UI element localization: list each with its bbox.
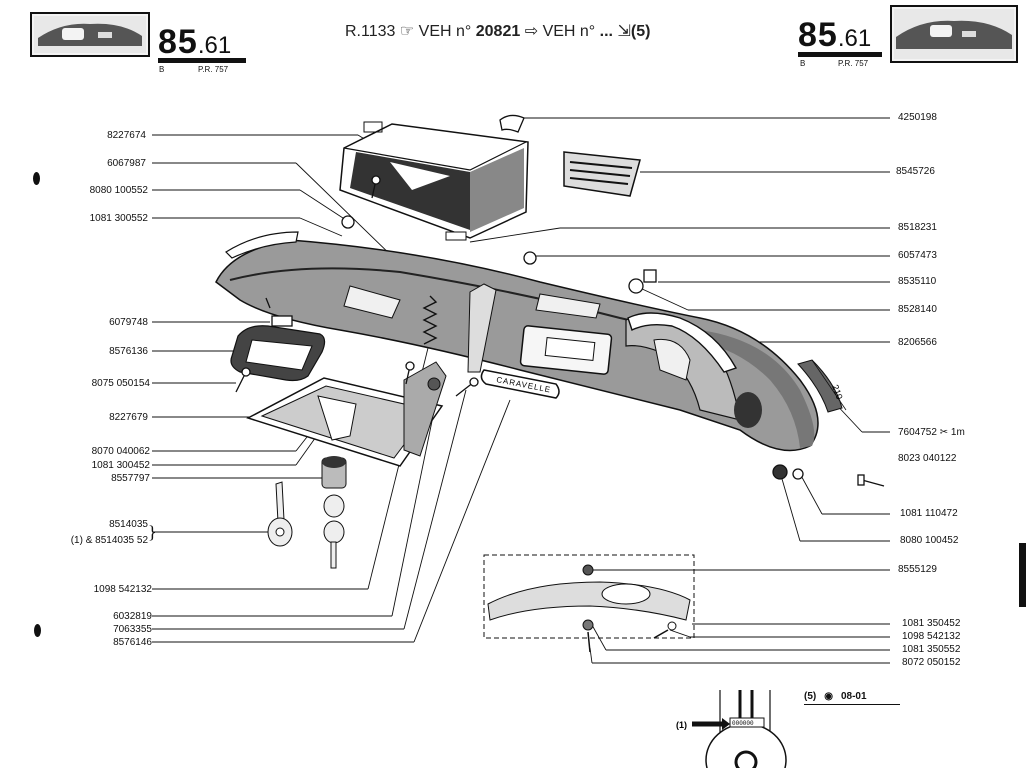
part-8518231: 8518231	[898, 222, 937, 233]
key-code: 000000	[732, 720, 754, 727]
part-8576136: 8576136	[109, 346, 148, 357]
glove-box	[339, 121, 529, 241]
part-8514035: 8514035	[109, 519, 148, 530]
page-number-bar-right	[798, 52, 882, 57]
dashboard-thumbnail-left	[30, 12, 150, 57]
brace-mark: }	[148, 522, 157, 542]
page-number-main-right: 85	[798, 16, 838, 54]
page-number-suffix: .61	[197, 32, 232, 59]
part-6032819: 6032819	[113, 611, 152, 622]
pointing-hand-icon: ☞	[399, 23, 415, 40]
part-8535110: 8535110	[898, 276, 937, 287]
dashboard-thumbnail-right	[890, 5, 1018, 63]
lock-barrel	[321, 456, 347, 489]
part-1081300452: 1081 300452	[91, 460, 150, 471]
dashboard-panel	[215, 231, 819, 452]
part-8227674: 8227674	[107, 130, 146, 141]
scissors-icon: ✂	[939, 427, 949, 438]
part-1081300552: 1081 300552	[89, 213, 148, 224]
part-8072050152: 8072 050152	[902, 657, 961, 668]
page-number-main: 85	[158, 23, 198, 61]
legend-date: 08-01	[840, 690, 867, 702]
part-8557797: 8557797	[111, 473, 150, 484]
clip-part	[499, 114, 525, 133]
part-8080100552: 8080 100552	[89, 185, 148, 196]
part-8227679: 8227679	[109, 412, 148, 423]
eye-icon: ◉	[824, 690, 833, 702]
key-callout-label: (1)	[676, 720, 687, 730]
part-8545726: 8545726	[896, 166, 935, 177]
caravelle-badge	[480, 369, 560, 399]
serial-from: 20821	[475, 23, 521, 40]
thumbnail-drawing	[34, 16, 146, 53]
part-8514035-52: (1) & 8514035 52	[70, 535, 148, 546]
part-7604752-length: 1m	[950, 427, 965, 438]
stay-arm	[467, 283, 497, 373]
part-7604752-number: 7604752	[898, 427, 937, 438]
page-variant-right: B	[800, 59, 806, 68]
edge-tab-marker	[1019, 543, 1026, 607]
spring	[422, 295, 438, 345]
page-number-left: 85.61	[158, 25, 231, 59]
part-8528140: 8528140	[898, 304, 937, 315]
part-8080100452: 8080 100452	[900, 535, 959, 546]
page-variant: B	[159, 65, 165, 74]
arrow-down-right-icon: ⇲	[617, 23, 631, 40]
part-1098542132: 1098 542132	[93, 584, 152, 595]
nut	[427, 377, 441, 391]
vent-grille	[563, 151, 641, 197]
inset-detail	[483, 554, 695, 653]
glove-box-lid	[246, 377, 444, 467]
grab-handle	[627, 312, 738, 373]
veh-label-to: VEH n°	[542, 23, 596, 40]
part-6057473: 6057473	[898, 250, 937, 261]
header-note: (5)	[630, 23, 651, 40]
dimension-label: 210	[830, 383, 845, 401]
part-8075050154: 8075 050154	[91, 378, 150, 389]
page-number-right: 85.61	[798, 18, 871, 52]
page-ref-code-right: P.R. 757	[838, 59, 869, 68]
legend-note: (5)	[804, 690, 817, 702]
part-8206566: 8206566	[898, 337, 937, 348]
part-1081110472: 1081 110472	[900, 508, 958, 519]
part-8555129: 8555129	[898, 564, 937, 575]
part-1081350452: 1081 350452	[902, 618, 961, 629]
page-number-bar	[158, 58, 246, 63]
side-trim	[797, 359, 843, 413]
punch-mark-bottom	[34, 624, 41, 637]
part-6079748: 6079748	[109, 317, 148, 328]
part-6067987: 6067987	[107, 158, 146, 169]
page-ref-code: P.R. 757	[198, 65, 229, 74]
part-1098542132-b: 1098 542132	[902, 631, 961, 642]
model-code: R.1133	[345, 23, 396, 40]
keys	[267, 481, 345, 569]
screws	[235, 175, 885, 487]
arrow-right-icon: ⇨	[524, 23, 539, 40]
punch-mark-top	[33, 172, 40, 185]
serial-to: ...	[599, 23, 613, 40]
part-8576146: 8576146	[113, 637, 152, 648]
part-4250198: 4250198	[898, 112, 937, 123]
part-1081350552: 1081 350552	[902, 644, 961, 655]
page-number-suffix-right: .61	[837, 25, 872, 52]
part-7604752: 7604752 ✂ 1m	[898, 427, 965, 438]
part-8023040122: 8023 040122	[898, 453, 957, 464]
ashtray-frame	[230, 325, 326, 382]
key-code-callout	[692, 690, 787, 768]
veh-label-from: VEH n°	[418, 23, 472, 40]
thumbnail-drawing-right	[894, 9, 1014, 59]
part-7063355: 7063355	[113, 624, 152, 635]
part-8070040062: 8070 040062	[91, 446, 150, 457]
page-header: R.1133 ☞ VEH n° 20821 ⇨ VEH n° ... ⇲(5)	[345, 21, 650, 41]
dimension-line	[811, 359, 847, 411]
revision-legend: (5) ◉ 08-01	[804, 688, 900, 705]
